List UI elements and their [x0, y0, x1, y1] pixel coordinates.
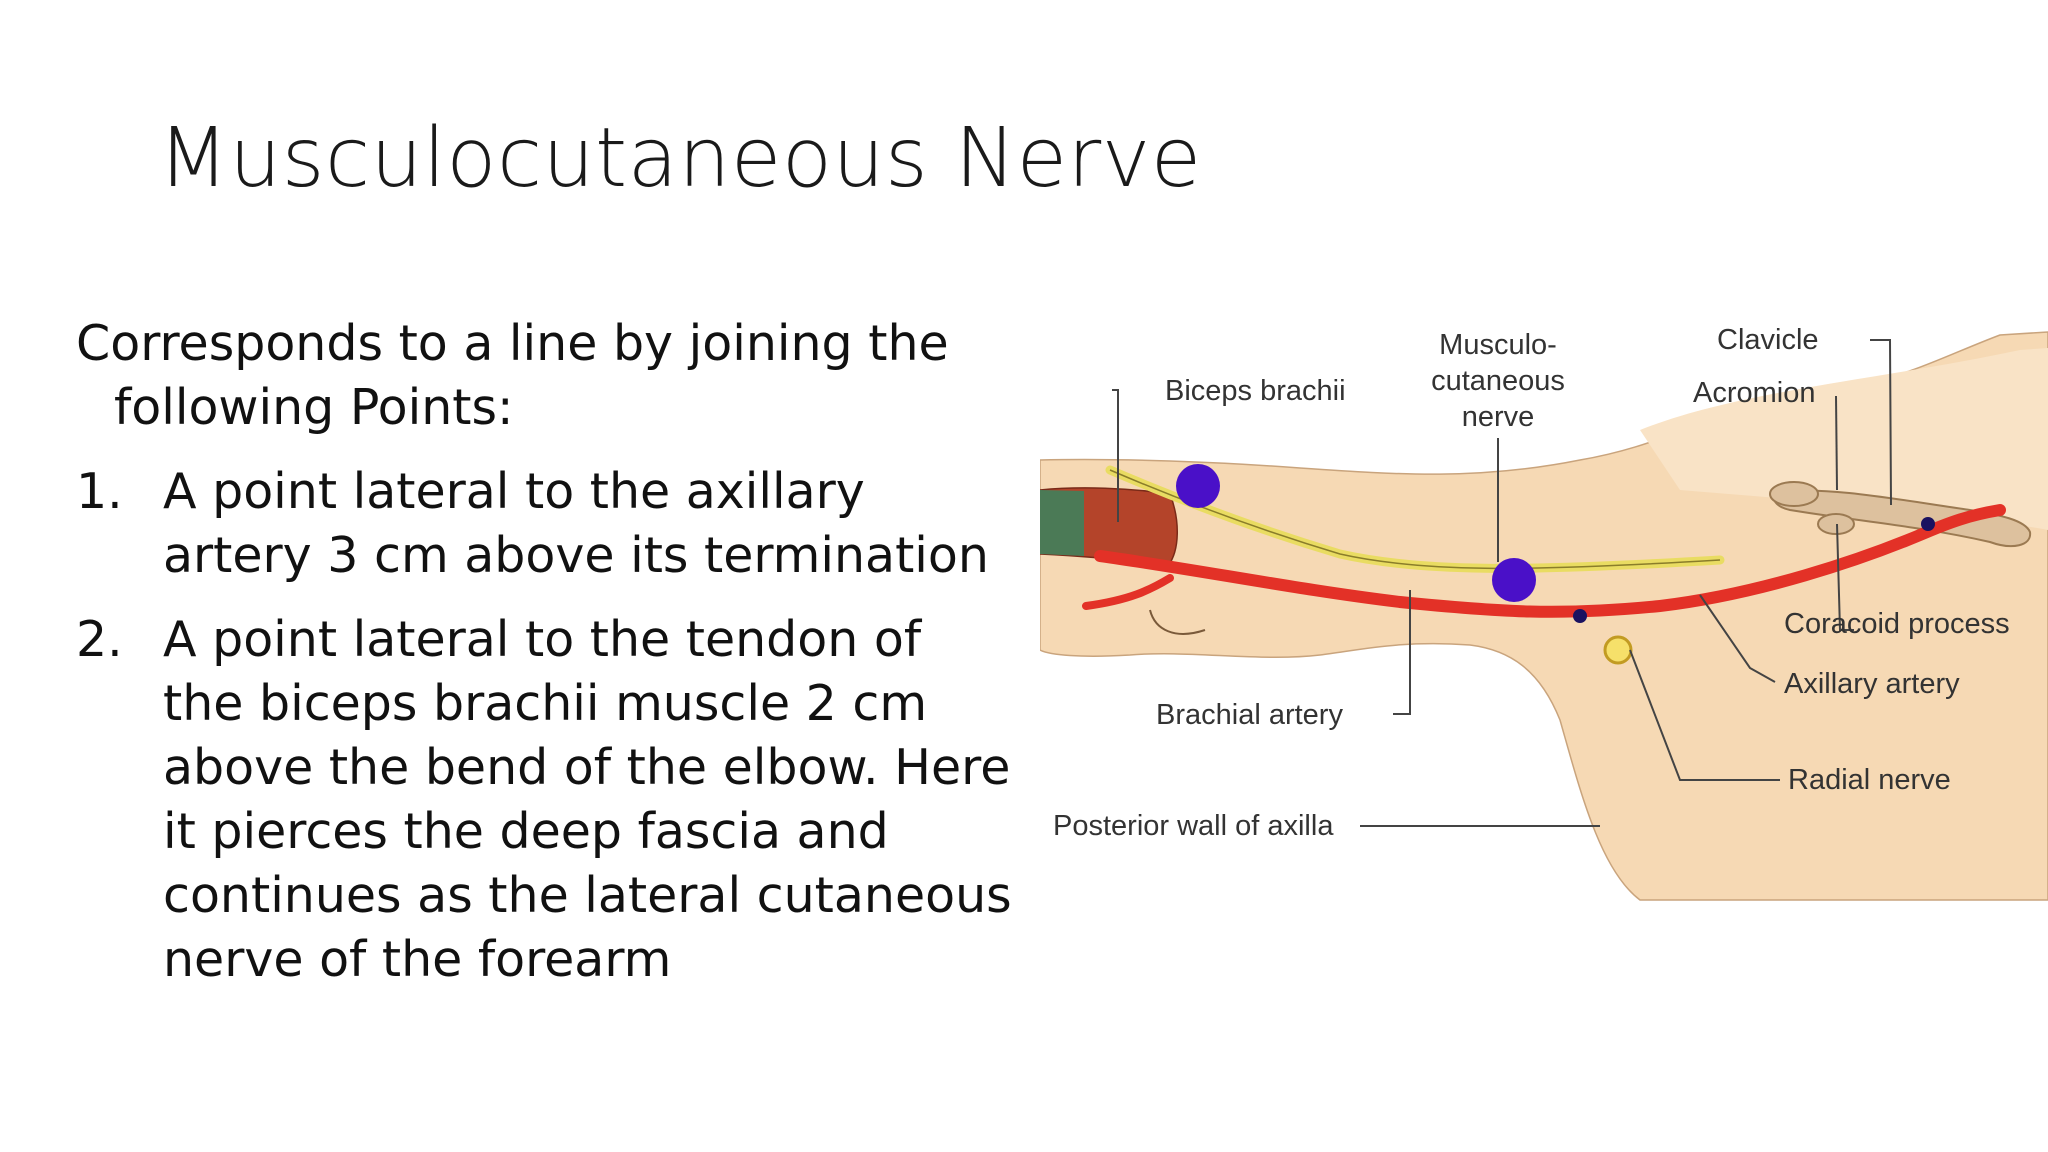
- list-text: A point lateral to the tendon of the bic…: [163, 611, 1012, 988]
- intro-text: Corresponds to a line by joining the fol…: [76, 315, 949, 436]
- elbow-crease: [1149, 609, 1206, 635]
- surface-point-2: [1492, 558, 1536, 602]
- label-radial-nerve: Radial nerve: [1788, 764, 1951, 796]
- label-posterior-wall-of-axilla: Posterior wall of axilla: [1053, 810, 1334, 842]
- label-brachial-artery: Brachial artery: [1156, 699, 1343, 731]
- body-text: Corresponds to a line by joining the fol…: [76, 312, 1016, 992]
- label-musculocutaneous-1: Musculo-: [1439, 329, 1557, 361]
- list-item: 2. A point lateral to the tendon of the …: [76, 608, 1016, 992]
- anatomy-diagram: Biceps brachii Musculo- cutaneous nerve …: [1040, 324, 2048, 901]
- label-musculocutaneous-3: nerve: [1462, 401, 1535, 433]
- brachial-artery: [1094, 504, 2006, 618]
- list-text: A point lateral to the axillary artery 3…: [163, 463, 989, 584]
- label-clavicle: Clavicle: [1717, 324, 1819, 356]
- surface-point-1: [1176, 464, 1220, 508]
- label-acromion: Acromion: [1693, 377, 1816, 409]
- list-number: 1.: [76, 463, 123, 520]
- biceps-tendon: [1040, 490, 1084, 556]
- leader-lines: [1112, 339, 1892, 827]
- radial-branch: [1082, 574, 1174, 610]
- label-biceps-brachii: Biceps brachii: [1165, 375, 1346, 407]
- label-musculocutaneous-2: cutaneous: [1431, 365, 1565, 397]
- list-item: 1. A point lateral to the axillary arter…: [76, 460, 1016, 588]
- shoulder-shade: [1640, 348, 2048, 530]
- clavicle: [1772, 489, 2032, 548]
- slide-title: Musculocutaneous Nerve: [158, 111, 1202, 206]
- artery-marker: [1573, 609, 1587, 623]
- label-axillary-artery: Axillary artery: [1784, 668, 1960, 700]
- label-coracoid-process: Coracoid process: [1784, 608, 2010, 640]
- radial-nerve: [1603, 635, 1633, 665]
- artery-marker: [1921, 517, 1935, 531]
- acromion: [1769, 481, 1819, 507]
- coracoid-process: [1817, 513, 1855, 535]
- list-number: 2.: [76, 611, 123, 668]
